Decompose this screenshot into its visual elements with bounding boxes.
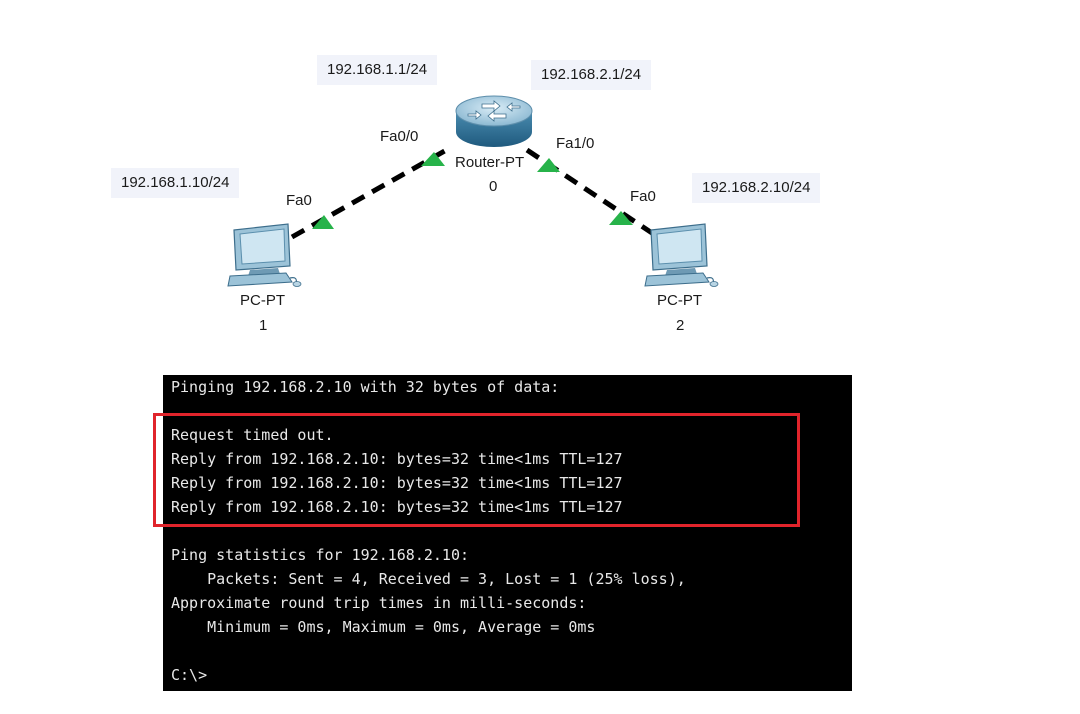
link-indicator-router-fa1-0 bbox=[537, 158, 560, 172]
pc2-model-label: PC-PT bbox=[657, 292, 702, 309]
router-port-fa1-0-label: Fa1/0 bbox=[556, 135, 595, 152]
terminal-line-pinging: Pinging 192.168.2.10 with 32 bytes of da… bbox=[171, 378, 560, 396]
pc2-number-label: 2 bbox=[676, 317, 685, 334]
router-number-label: 0 bbox=[489, 178, 498, 195]
pc2-ip-label: 192.168.2.10/24 bbox=[692, 173, 821, 203]
command-prompt-output[interactable]: Pinging 192.168.2.10 with 32 bytes of da… bbox=[163, 375, 852, 691]
pc1-computer-icon[interactable] bbox=[226, 222, 306, 293]
topology-links bbox=[290, 145, 657, 240]
pc2-computer-icon[interactable] bbox=[643, 222, 723, 293]
router-port-fa0-0-label: Fa0/0 bbox=[380, 128, 419, 145]
reply-highlight-box bbox=[153, 413, 800, 527]
link-indicator-pc1-fa0 bbox=[312, 215, 334, 229]
terminal-line-reply: Reply from 192.168.2.10: bytes=32 time<1… bbox=[171, 498, 623, 516]
terminal-line-rtt-header: Approximate round trip times in milli-se… bbox=[171, 594, 587, 612]
terminal-line-rtt-values: Minimum = 0ms, Maximum = 0ms, Average = … bbox=[171, 618, 596, 636]
terminal-line-stats-header: Ping statistics for 192.168.2.10: bbox=[171, 546, 470, 564]
terminal-line-reply: Reply from 192.168.2.10: bytes=32 time<1… bbox=[171, 474, 623, 492]
router-fa0-0-ip-label: 192.168.1.1/24 bbox=[317, 55, 438, 85]
link-indicator-router-fa0-0 bbox=[421, 152, 445, 166]
router-model-label: Router-PT bbox=[455, 154, 525, 171]
pc2-port-fa0-label: Fa0 bbox=[630, 188, 656, 205]
network-topology: Router-PT 0 PC-PT 1 PC-PT 2 192.168.1.1/… bbox=[111, 55, 821, 334]
terminal-prompt[interactable]: C:\> bbox=[171, 666, 208, 684]
terminal-line-timeout: Request timed out. bbox=[171, 426, 334, 444]
pc1-number-label: 1 bbox=[259, 317, 268, 334]
link-indicator-pc2-fa0 bbox=[609, 211, 633, 225]
pc1-model-label: PC-PT bbox=[240, 292, 285, 309]
pc1-port-fa0-label: Fa0 bbox=[286, 192, 312, 209]
terminal-line-reply: Reply from 192.168.2.10: bytes=32 time<1… bbox=[171, 450, 623, 468]
pc1-ip-label: 192.168.1.10/24 bbox=[111, 168, 240, 198]
router-icon[interactable] bbox=[454, 94, 534, 157]
router-fa1-0-ip-label: 192.168.2.1/24 bbox=[531, 60, 652, 90]
terminal-line-packets: Packets: Sent = 4, Received = 3, Lost = … bbox=[171, 570, 686, 588]
